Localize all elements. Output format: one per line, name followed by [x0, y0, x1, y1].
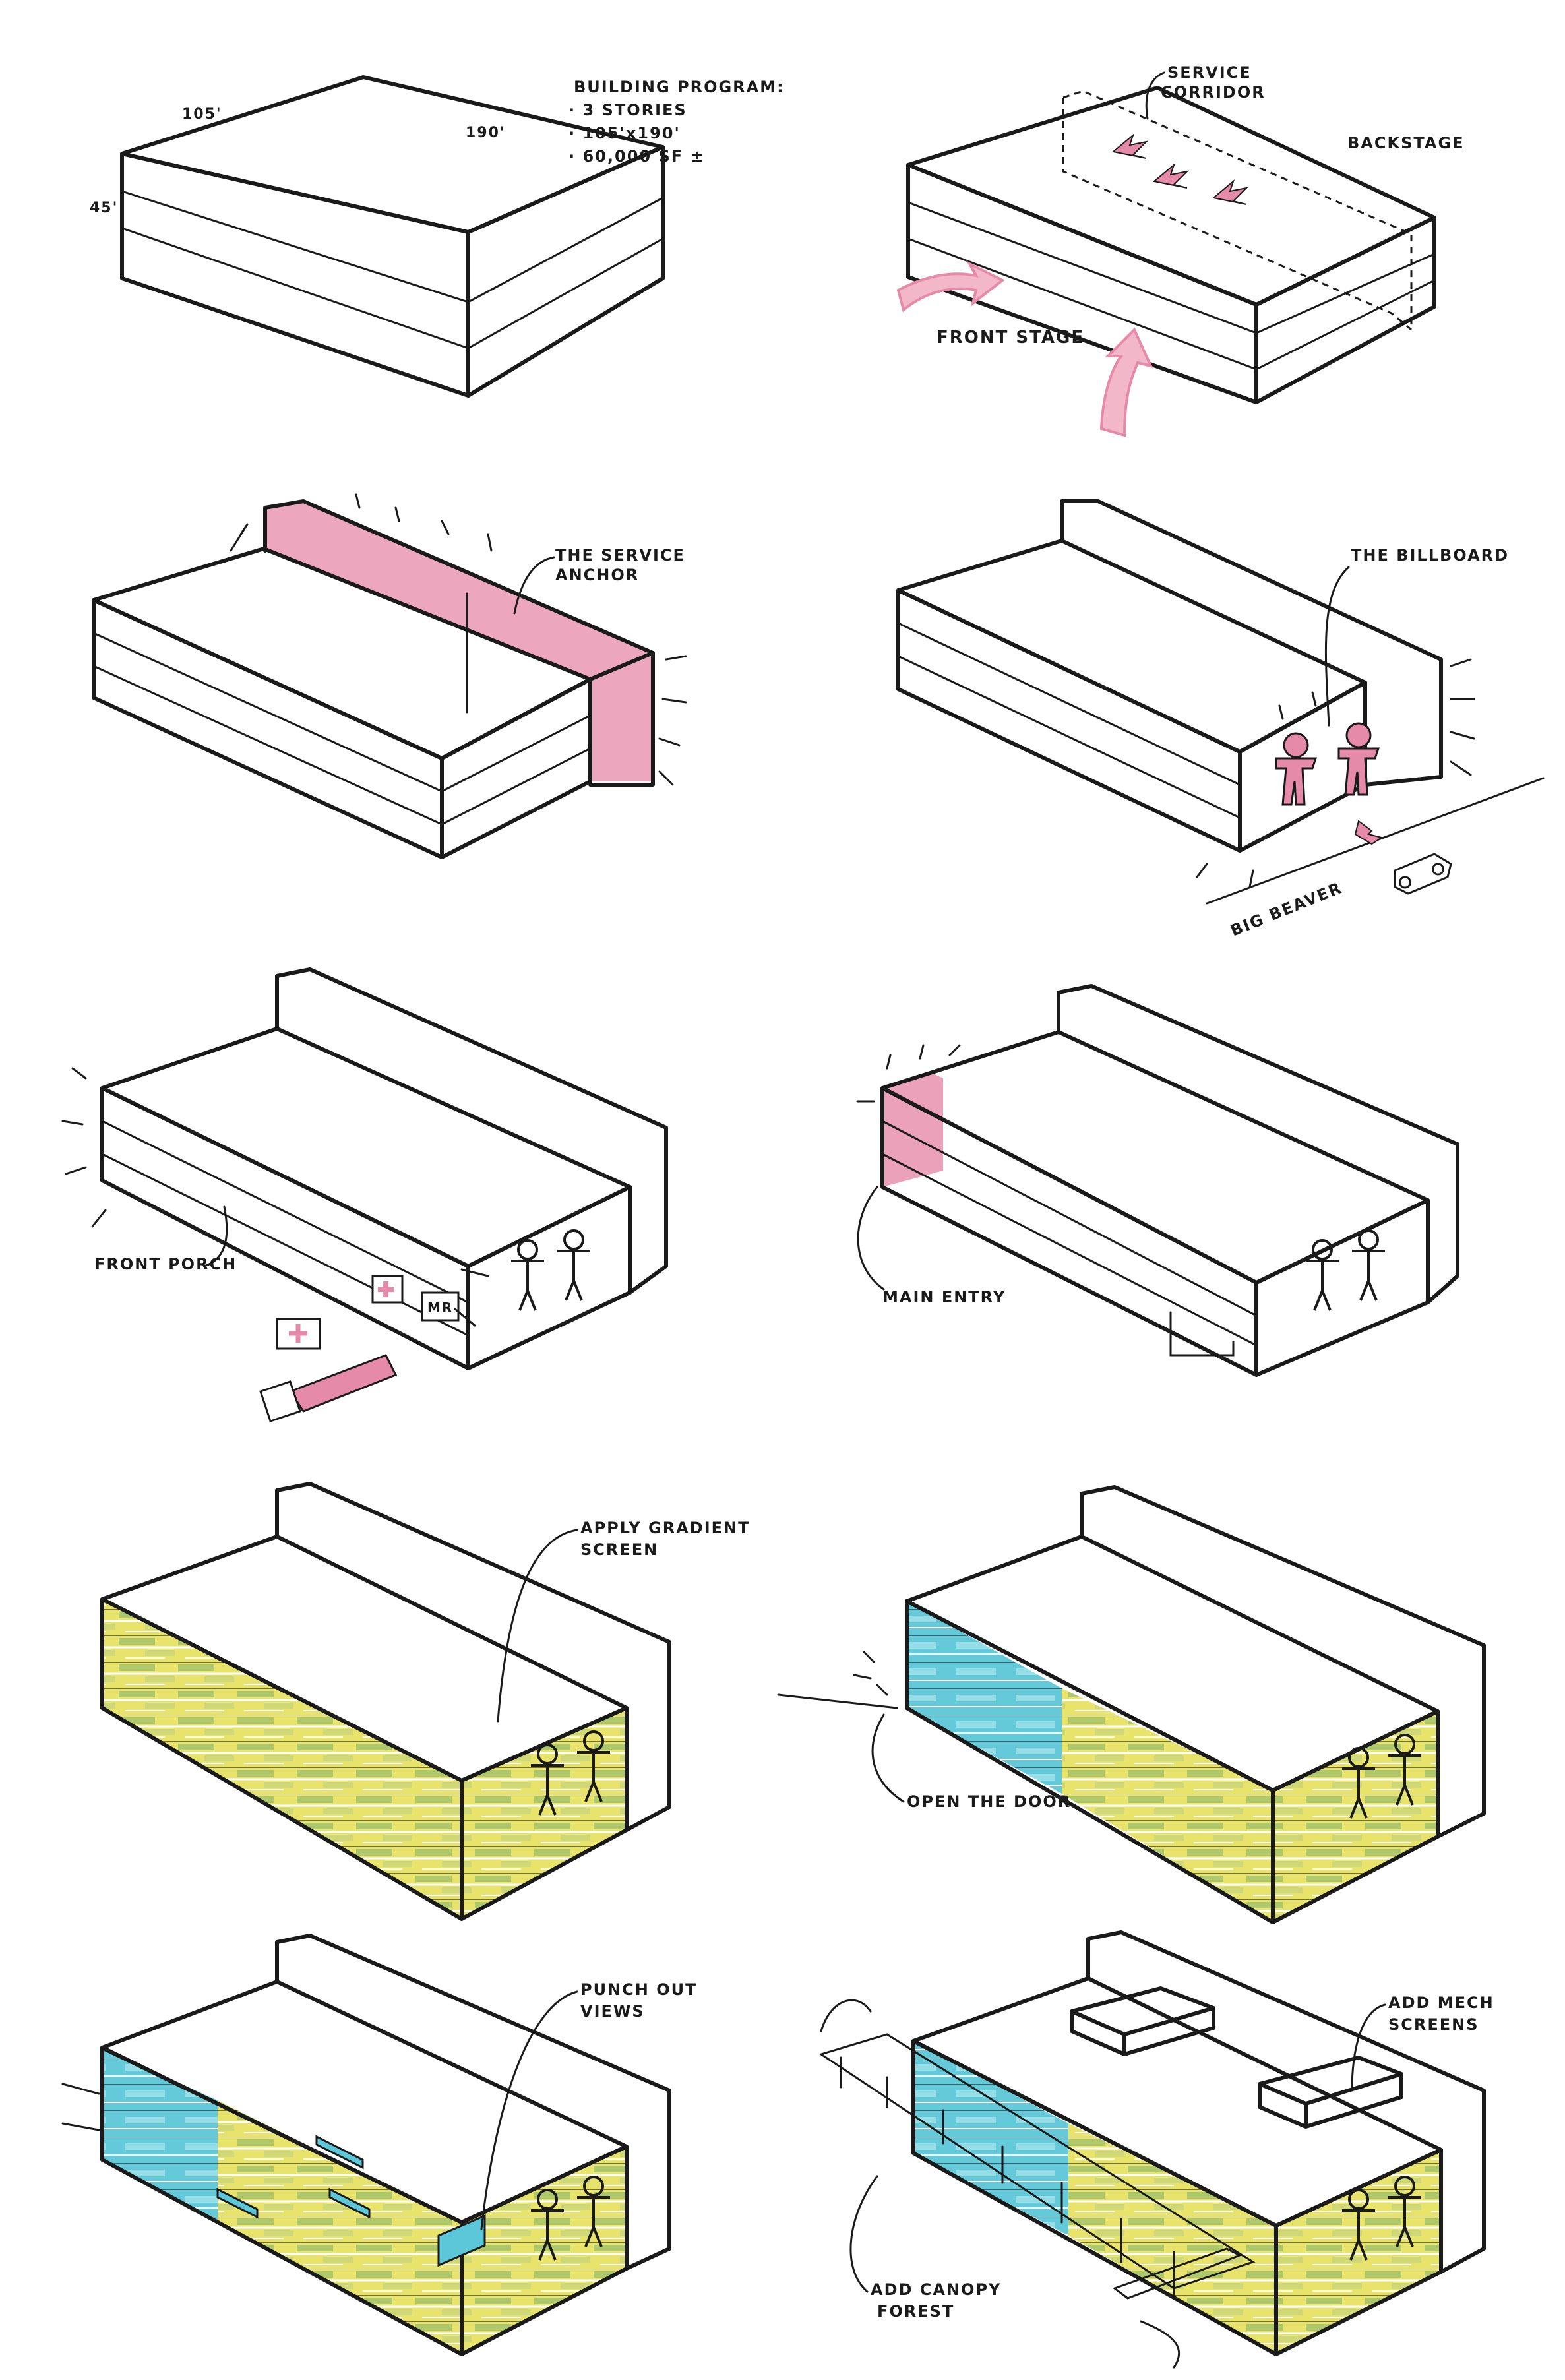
service-arrows	[1111, 133, 1249, 205]
anchor-burst	[355, 493, 687, 786]
porch-burst	[61, 1067, 489, 1327]
dim-height: 45'	[90, 200, 118, 216]
gradient-label-2: SCREEN	[580, 1541, 658, 1559]
program-item-2: · 105'x190'	[568, 124, 681, 142]
main-entry-label: MAIN ENTRY	[882, 1288, 1006, 1306]
program-item-1: · 3 STORIES	[568, 101, 687, 119]
dim-width: 105'	[182, 106, 222, 123]
mech-screen-2	[1258, 2056, 1403, 2129]
punch-label-2: VIEWS	[580, 2002, 645, 2021]
road-label: BIG BEAVER	[1228, 878, 1345, 940]
block-front	[120, 152, 470, 398]
facade-cyan-entry	[907, 1601, 1062, 1794]
panel-3-service-anchor: THE SERVICE ANCHOR	[92, 493, 687, 859]
panel-9-punch-out-views: PUNCH OUT VIEWS	[61, 1934, 697, 2356]
canopy-walk	[818, 2033, 1256, 2290]
panel-7-gradient-screen: APPLY GRADIENT SCREEN	[100, 1482, 751, 1921]
service-anchor-fill	[265, 501, 653, 781]
service-corridor-outline	[1062, 90, 1413, 331]
open-door-label: OPEN THE DOOR	[907, 1792, 1071, 1811]
panel-2-front-back-stage: FRONT STAGE SERVICE CORRIDOR BACKSTAGE	[896, 63, 1465, 437]
panel-1-massing: 105' 190' 45' BUILDING PROGRAM: · 3 STOR…	[90, 75, 785, 398]
panel-8-open-door: OPEN THE DOOR	[777, 1485, 1486, 1924]
service-corridor-label-2: CORRIDOR	[1161, 83, 1266, 102]
service-corridor-label-1: SERVICE	[1167, 63, 1252, 82]
mech-label-2: SCREENS	[1388, 2015, 1479, 2034]
porch-figures	[511, 1229, 590, 1311]
facade-gradient-2	[1062, 1688, 1438, 1922]
truck-icon	[259, 1354, 398, 1422]
service-anchor-label-2: ANCHOR	[555, 566, 639, 584]
canopy-figures	[1342, 2176, 1421, 2261]
billboard-figures	[1275, 722, 1380, 806]
billboard-burst	[1196, 658, 1475, 888]
mech-label-1: ADD MECH	[1388, 1994, 1494, 2012]
billboard-label: THE BILLBOARD	[1351, 546, 1509, 564]
gradient-figures	[531, 1730, 610, 1816]
service-anchor-label-1: THE SERVICE	[555, 546, 685, 564]
backstage-label: BACKSTAGE	[1347, 134, 1465, 152]
block-side	[466, 145, 665, 398]
front-stage-arrow-1	[896, 260, 1005, 313]
door-figures	[1342, 1734, 1421, 1819]
ambulance-icon	[276, 1318, 321, 1350]
front-porch-label: FRONT PORCH	[94, 1255, 237, 1273]
facade-gradient	[102, 1599, 627, 1919]
facade-cyan-final	[913, 2041, 1068, 2236]
panel-4-billboard: THE BILLBOARD BIG BEAVER	[896, 499, 1545, 940]
mech-screen-1	[1070, 1986, 1215, 2056]
mr-label: MR	[427, 1300, 453, 1316]
facade-gradient-4	[1068, 2123, 1441, 2354]
panel-6-main-entry: MAIN ENTRY	[856, 984, 1459, 1377]
panel-10-canopy-forest: ADD MECH SCREENS ADD CANOPY FOREST	[818, 1930, 1494, 2369]
panel-5-front-porch: MR FRONT PORCH	[61, 967, 668, 1422]
canopy-label-1: ADD CANOPY	[871, 2280, 1001, 2299]
main-entry-fill	[882, 1074, 943, 1187]
front-stage-arrow-2	[1099, 327, 1153, 437]
front-stage-label: FRONT STAGE	[936, 328, 1084, 348]
dim-length: 190'	[466, 125, 506, 141]
canopy-bridge	[1112, 2247, 1243, 2300]
program-item-3: · 60,000 SF ±	[568, 147, 705, 166]
program-title: BUILDING PROGRAM:	[574, 78, 785, 96]
gradient-label-1: APPLY GRADIENT	[580, 1519, 751, 1537]
facade-gradient-3	[218, 2100, 627, 2354]
door-burst	[853, 1651, 888, 1696]
canopy-label-2: FOREST	[877, 2302, 954, 2321]
canopy-posts	[840, 2056, 1175, 2296]
entry-figures	[1306, 1229, 1385, 1311]
views-figures	[531, 2176, 610, 2261]
entry-burst	[856, 1044, 961, 1103]
punch-label-1: PUNCH OUT	[580, 1980, 697, 1999]
punched-windows	[216, 2135, 486, 2267]
car-icon	[1394, 853, 1452, 895]
